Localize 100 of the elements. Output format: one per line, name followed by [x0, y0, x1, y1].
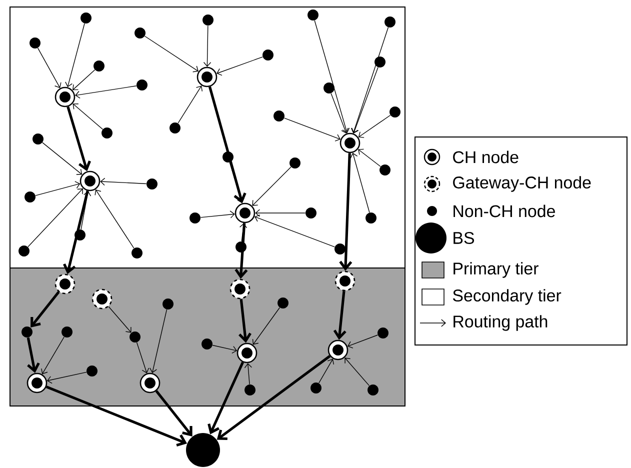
- sensor-dot: [86, 366, 98, 376]
- routing-arrow: [30, 291, 60, 328]
- sensor-dot: [308, 10, 318, 20]
- legend-label: BS: [454, 232, 474, 244]
- ringed-node: [328, 340, 348, 360]
- arrow: [203, 25, 212, 67]
- arrow: [358, 114, 391, 138]
- ringed-node: [80, 170, 100, 192]
- legend-label: Routing path: [454, 315, 548, 331]
- sensor-dot: [32, 134, 44, 144]
- ringed-node: [236, 342, 258, 364]
- arrow: [35, 181, 80, 196]
- sensor-dot: [310, 382, 322, 394]
- routing-arrow: [238, 298, 252, 343]
- arrow: [37, 48, 62, 88]
- sensor-dot: [146, 178, 158, 190]
- ringed-node: [26, 372, 48, 394]
- arrow: [178, 86, 203, 124]
- arrow: [28, 188, 84, 248]
- sensor-dot: [136, 80, 148, 90]
- sensor-dot: [30, 38, 40, 48]
- sensor-dot: [202, 14, 214, 26]
- arrow: [150, 309, 168, 374]
- arrow: [252, 166, 292, 206]
- arrow: [200, 210, 235, 218]
- arrow: [254, 214, 336, 248]
- arrow: [330, 92, 348, 134]
- sensor-dot: [306, 208, 316, 218]
- arrow: [314, 20, 350, 134]
- sensor-dot: [378, 328, 388, 338]
- arrow: [72, 104, 104, 130]
- arrow: [41, 336, 64, 374]
- arrow: [358, 148, 381, 167]
- routing-arrow: [208, 362, 244, 434]
- sensor-dot: [334, 244, 346, 254]
- sensor-dot: [170, 122, 180, 134]
- sensor-dot: [366, 212, 376, 224]
- dashed-ring-node: [54, 274, 76, 294]
- sensor-dot: [374, 56, 386, 68]
- arrow: [46, 372, 87, 384]
- arrow: [348, 334, 378, 348]
- sensor-dot: [274, 110, 284, 122]
- routing-arrow: [155, 390, 192, 436]
- arrow: [80, 190, 92, 230]
- sensor-dot: [130, 332, 140, 342]
- arrow: [244, 363, 252, 385]
- arrow: [344, 358, 370, 386]
- arrow: [216, 56, 263, 76]
- arrow: [65, 23, 85, 88]
- routing-arrow: [26, 337, 40, 374]
- sensor-dot: [18, 246, 30, 256]
- arrow: [144, 36, 199, 72]
- sensor-dot: [190, 212, 200, 224]
- arrow: [239, 223, 248, 242]
- sensor-dot: [134, 28, 146, 38]
- legend-label: Non-CH node: [454, 204, 555, 218]
- sensor-dot: [222, 152, 234, 162]
- legend-label: Secondary tier: [452, 289, 562, 305]
- sensor-dot: [244, 384, 256, 396]
- sensor-dot: [74, 230, 86, 240]
- legend-label: Gateway-CH node: [453, 176, 591, 192]
- arrow: [42, 142, 82, 175]
- legend-label: Primary tier: [454, 262, 538, 278]
- arrow: [255, 209, 306, 217]
- arrow: [318, 358, 334, 384]
- dashed-ring-node: [92, 288, 112, 310]
- sensor-dot: [380, 164, 390, 176]
- arrow: [229, 162, 244, 204]
- arrow: [351, 67, 378, 134]
- routing-arrow: [234, 223, 248, 279]
- sensor-dot: [162, 298, 174, 310]
- ringed-node: [196, 66, 218, 88]
- sensor-dot: [324, 82, 334, 94]
- arrow: [75, 86, 137, 99]
- sensor-dot: [94, 60, 104, 72]
- routing-arrow: [46, 386, 188, 446]
- routing-arrow: [333, 290, 346, 340]
- sensor-dot: [262, 50, 274, 60]
- arrow: [212, 344, 238, 354]
- arrow: [100, 178, 147, 186]
- arrow: [136, 342, 150, 374]
- sensor-dot: [290, 158, 300, 168]
- dashed-ring-node: [334, 270, 356, 292]
- routing-arrow: [66, 106, 91, 172]
- sensor-dot: [368, 384, 378, 396]
- arrow: [94, 190, 134, 249]
- sensor-dot: [278, 298, 288, 308]
- routing-arrow: [216, 355, 331, 440]
- arrow: [350, 152, 370, 213]
- sensor-dot: [390, 106, 400, 118]
- sensor-dot: [236, 242, 246, 252]
- ringed-node: [140, 372, 160, 394]
- dashed-ring-node: [230, 278, 250, 300]
- arrow: [252, 307, 280, 345]
- sensor-dot: [80, 12, 92, 24]
- arrow: [72, 69, 96, 90]
- sensor-dot: [384, 16, 396, 28]
- routing-arrow: [208, 86, 246, 204]
- sensor-dot: [102, 128, 112, 138]
- sensor-dot: [132, 248, 142, 258]
